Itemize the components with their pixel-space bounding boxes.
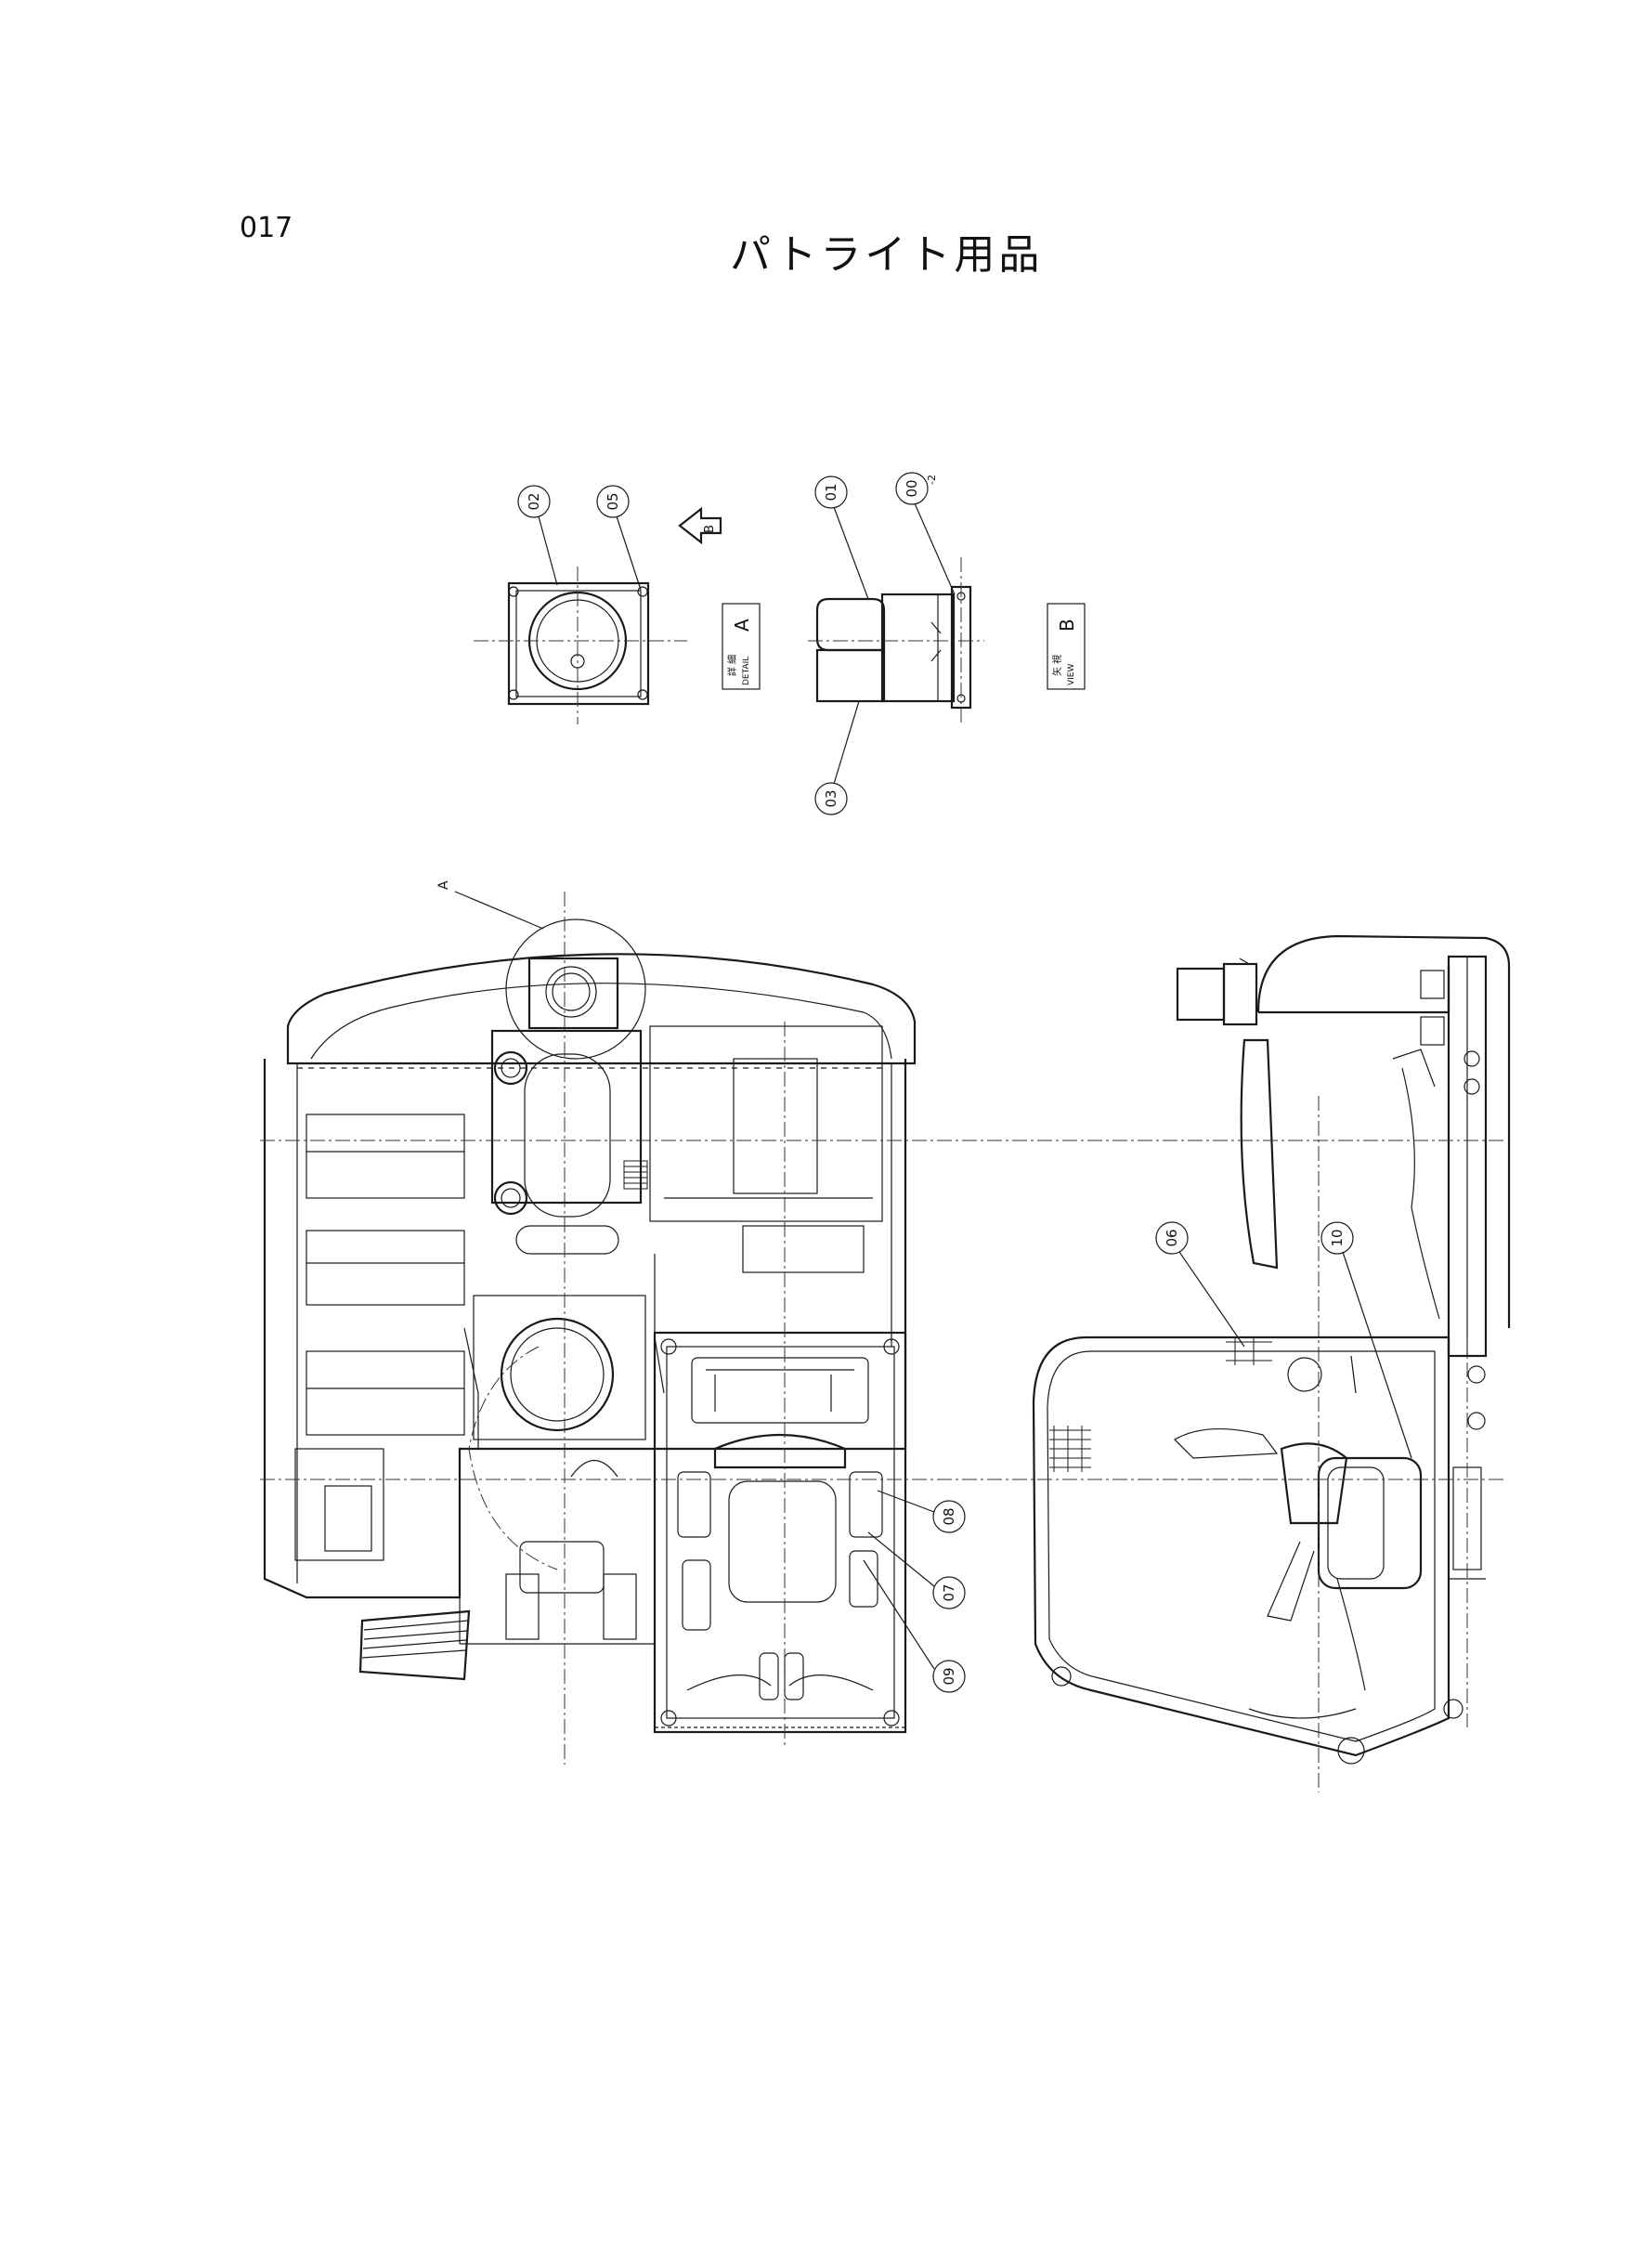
side-mesh bbox=[1049, 1337, 1272, 1472]
hatch-block bbox=[623, 1160, 648, 1190]
detail-a-jp: 詳 細 bbox=[726, 655, 738, 676]
detail-a-letter: A bbox=[731, 619, 753, 632]
bottom-callouts: 06 10 08 07 09 bbox=[863, 1221, 1412, 1693]
detail-a-lamp-front bbox=[474, 567, 687, 724]
callout-07: 07 bbox=[941, 1583, 957, 1601]
view-b-jp: 矢 視 bbox=[1051, 655, 1063, 676]
callout-06: 06 bbox=[1164, 1229, 1180, 1246]
arrow-b-letter: B bbox=[703, 525, 717, 533]
callout-08: 08 bbox=[941, 1507, 957, 1525]
detail-a-label: A 詳 細 DETAIL bbox=[722, 603, 761, 690]
top-callouts: 02 05 01 00 -2 03 bbox=[517, 472, 956, 815]
callout-03: 03 bbox=[823, 789, 839, 807]
callout-01: 01 bbox=[823, 483, 839, 501]
cab-side-view bbox=[1032, 934, 1511, 1765]
view-b-lamp-side bbox=[808, 557, 984, 724]
callout-00: 00 bbox=[904, 479, 920, 497]
callout-05: 05 bbox=[605, 492, 621, 510]
view-b-en: VIEW bbox=[1067, 664, 1076, 685]
callout-00-suffix: -2 bbox=[926, 475, 938, 485]
center-lines bbox=[260, 892, 1504, 1792]
callout-09: 09 bbox=[941, 1667, 957, 1685]
cab-plan-view bbox=[653, 1331, 907, 1734]
page-number: 017 bbox=[240, 212, 293, 244]
callout-10: 10 bbox=[1329, 1229, 1346, 1246]
callout-02: 02 bbox=[526, 492, 542, 510]
page-title: パトライト用品 bbox=[730, 231, 1044, 279]
view-b-label: B 矢 視 VIEW bbox=[1047, 603, 1086, 690]
machine-top-view: A bbox=[263, 880, 917, 1681]
detail-a-en: DETAIL bbox=[742, 657, 751, 685]
step-plate bbox=[358, 1609, 471, 1681]
view-b-arrow: B bbox=[678, 506, 722, 545]
view-b-letter: B bbox=[1056, 619, 1078, 632]
pointer-a-letter: A bbox=[436, 880, 451, 890]
